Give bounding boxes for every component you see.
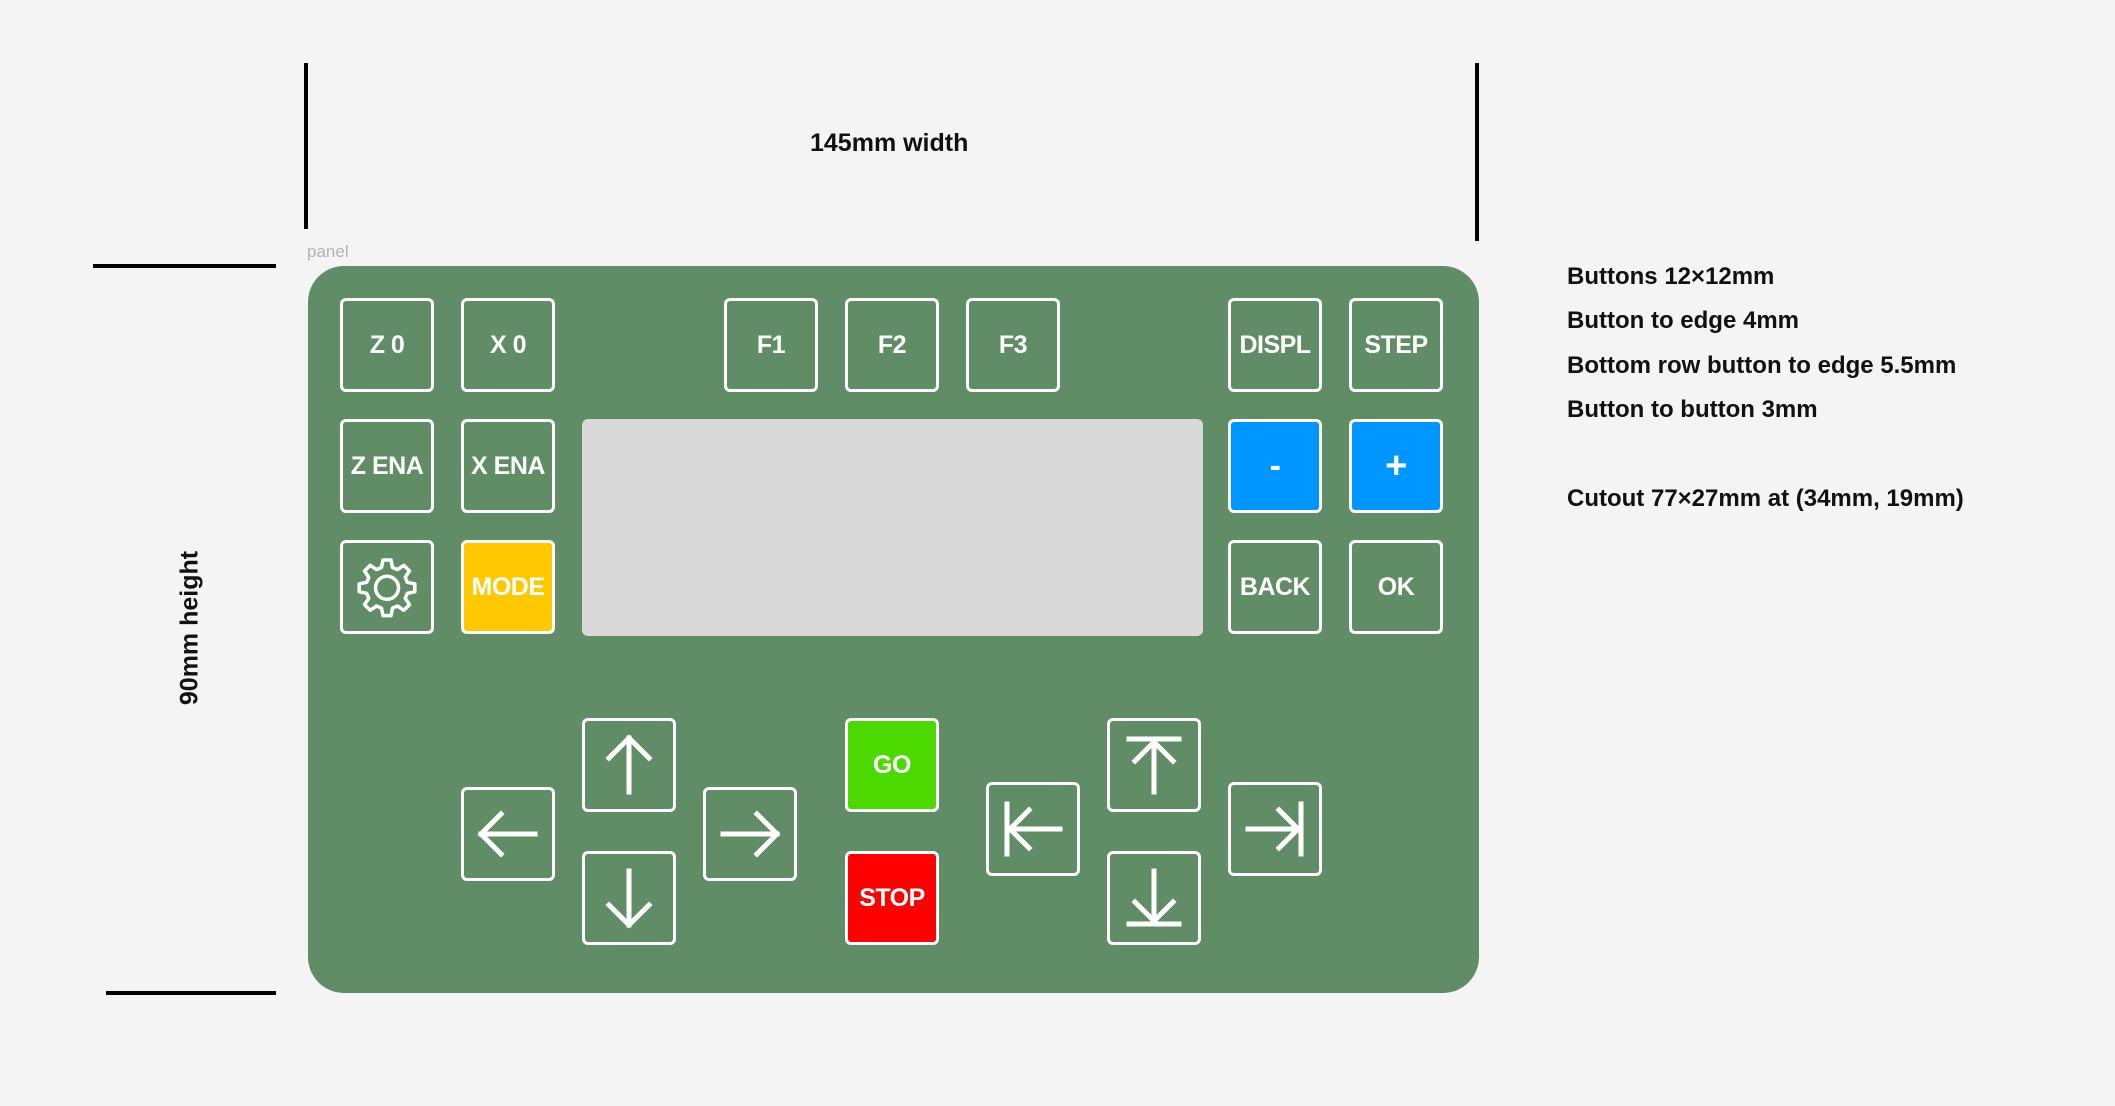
note-button-to-edge: Button to edge 4mm (1567, 307, 1799, 334)
z0-button[interactable]: Z 0 (340, 298, 434, 392)
plus-button[interactable]: + (1349, 419, 1443, 513)
note-button-spacing: Button to button 3mm (1567, 396, 1818, 423)
back-button[interactable]: BACK (1228, 540, 1322, 634)
arrow-up-to-bar-button[interactable] (1107, 718, 1201, 812)
arrow-right-to-bar-icon (1240, 794, 1310, 864)
arrow-up-icon (594, 730, 664, 800)
displ-button[interactable]: DISPL (1228, 298, 1322, 392)
go-button[interactable]: GO (845, 718, 939, 812)
arrow-down-to-bar-button[interactable] (1107, 851, 1201, 945)
arrow-right-button[interactable] (703, 787, 797, 881)
arrow-up-button[interactable] (582, 718, 676, 812)
arrow-right-to-bar-button[interactable] (1228, 782, 1322, 876)
arrow-right-icon (715, 799, 785, 869)
stop-button[interactable]: STOP (845, 851, 939, 945)
height-dimension-bottom-line (106, 991, 276, 995)
step-button[interactable]: STEP (1349, 298, 1443, 392)
note-button-size: Buttons 12×12mm (1567, 263, 1775, 290)
settings-button[interactable] (340, 540, 434, 634)
arrow-left-icon (473, 799, 543, 869)
minus-button[interactable]: - (1228, 419, 1322, 513)
display-cutout (582, 419, 1203, 636)
f2-button[interactable]: F2 (845, 298, 939, 392)
z-ena-button[interactable]: Z ENA (340, 419, 434, 513)
note-bottom-row-to-edge: Bottom row button to edge 5.5mm (1567, 352, 1957, 379)
ok-button[interactable]: OK (1349, 540, 1443, 634)
x-ena-button[interactable]: X ENA (461, 419, 555, 513)
arrow-left-to-bar-icon (998, 794, 1068, 864)
arrow-left-to-bar-button[interactable] (986, 782, 1080, 876)
width-dimension-right-line (1475, 63, 1479, 241)
arrow-left-button[interactable] (461, 787, 555, 881)
arrow-up-to-bar-icon (1119, 730, 1189, 800)
width-dimension-label: 145mm width (810, 129, 969, 157)
arrow-down-to-bar-icon (1119, 863, 1189, 933)
f1-button[interactable]: F1 (724, 298, 818, 392)
mode-button[interactable]: MODE (461, 540, 555, 634)
control-panel: Z 0 X 0 F1 F2 F3 DISPL STEP Z ENA X ENA … (308, 266, 1479, 993)
width-dimension-left-line (304, 63, 308, 229)
arrow-down-icon (594, 863, 664, 933)
gear-icon (351, 551, 423, 623)
x0-button[interactable]: X 0 (461, 298, 555, 392)
note-cutout: Cutout 77×27mm at (34mm, 19mm) (1567, 485, 1964, 512)
frame-label: panel (307, 242, 349, 261)
height-dimension-label: 90mm height (175, 550, 204, 706)
f3-button[interactable]: F3 (966, 298, 1060, 392)
height-dimension-top-line (93, 264, 276, 268)
arrow-down-button[interactable] (582, 851, 676, 945)
